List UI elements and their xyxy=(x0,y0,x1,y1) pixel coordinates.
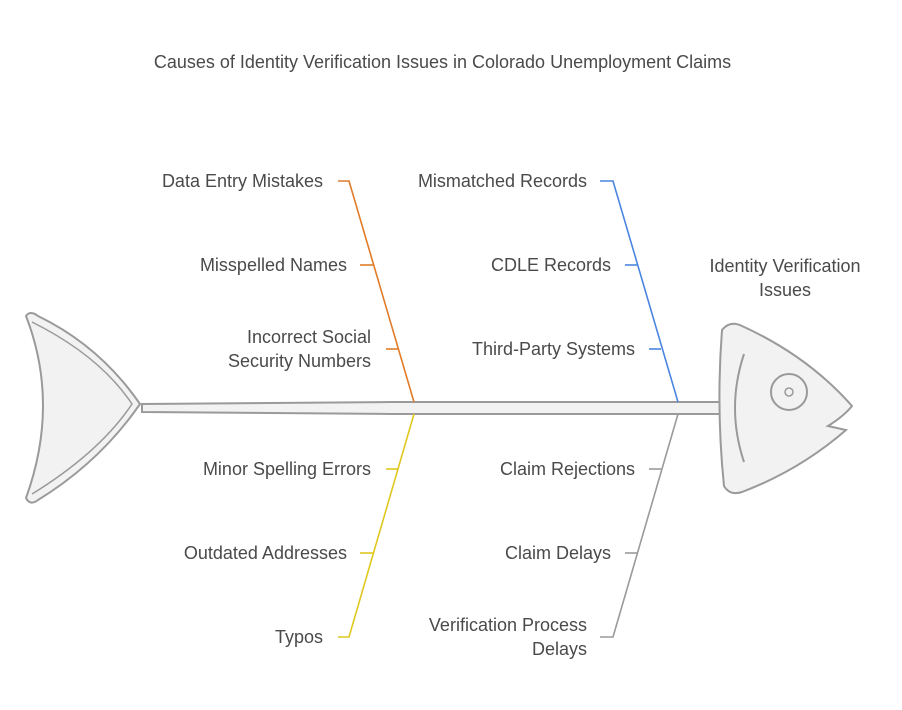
fish-spine xyxy=(141,401,723,415)
cause-mismatched-records: Mismatched Records xyxy=(417,171,587,191)
cause-third-party-systems: Third-Party Systems xyxy=(471,339,635,359)
fish-eye-inner xyxy=(784,387,794,397)
effect-label: Identity Verification Issues xyxy=(690,254,880,302)
cause-verification-line2: Delays xyxy=(531,639,587,659)
cause-incorrect-ssn-line1: Incorrect Social xyxy=(246,327,371,347)
effect-label-line2: Issues xyxy=(758,280,812,300)
cause-incorrect-ssn-line2: Security Numbers xyxy=(227,351,371,371)
cause-minor-spelling-errors: Minor Spelling Errors xyxy=(202,459,371,479)
branch-data-quality xyxy=(338,413,415,638)
cause-claim-delays: Claim Delays xyxy=(504,543,611,563)
cause-outdated-addresses: Outdated Addresses xyxy=(183,543,347,563)
cause-verification-line1: Verification Process xyxy=(428,615,587,635)
diagram-title: Causes of Identity Verification Issues i… xyxy=(153,52,732,72)
branch-human-error xyxy=(338,180,415,403)
branch-data-sources xyxy=(600,180,679,403)
cause-data-entry-mistakes: Data Entry Mistakes xyxy=(161,171,323,191)
cause-claim-rejections: Claim Rejections xyxy=(499,459,635,479)
fish-tail-inner xyxy=(31,321,133,495)
cause-incorrect-ssn: Incorrect Social Security Numbers xyxy=(228,325,371,373)
effect-label-line1: Identity Verification xyxy=(709,256,861,276)
cause-verification-process-delays: Verification Process Delays xyxy=(429,613,587,661)
fish-tail xyxy=(24,312,142,504)
fish-gill xyxy=(734,353,745,463)
cause-misspelled-names: Misspelled Names xyxy=(199,255,347,275)
cause-typos: Typos xyxy=(274,627,323,647)
cause-cdle-records: CDLE Records xyxy=(490,255,611,275)
branch-consequences xyxy=(600,413,679,638)
